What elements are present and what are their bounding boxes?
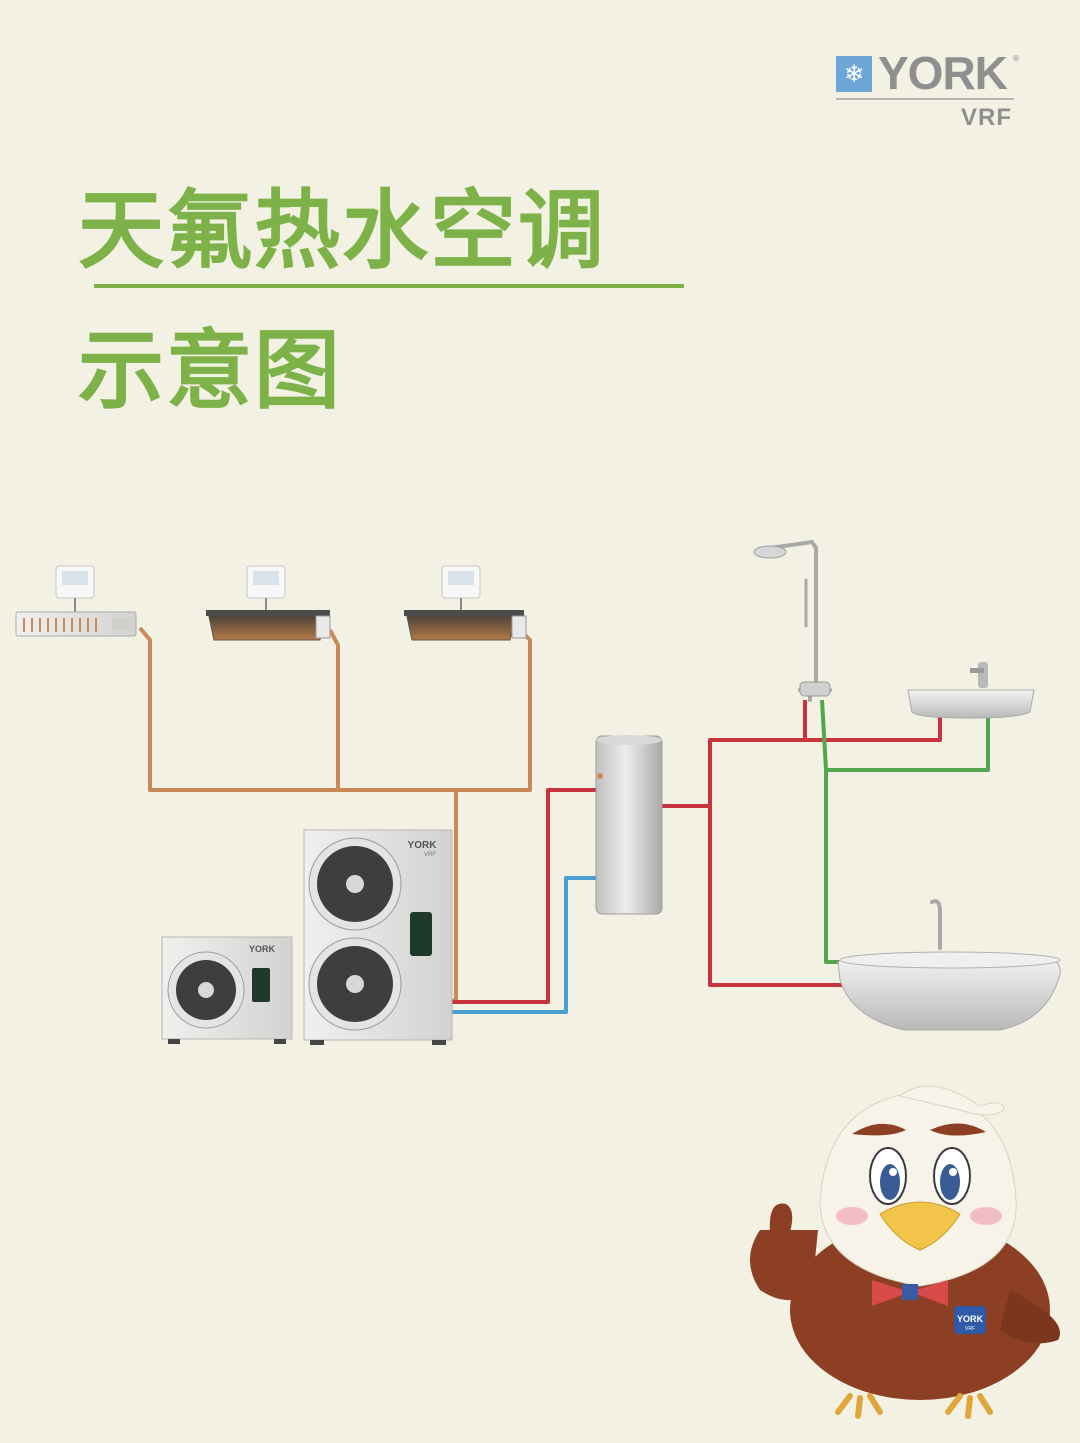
cold-water-pipes (450, 876, 600, 1014)
hot-water-pipes (450, 700, 942, 1004)
outdoor-large-brand: YORK (408, 840, 438, 851)
shower-valve (799, 681, 831, 697)
hot-water-supply-pipe (450, 788, 600, 1004)
brand-sub: VRF (961, 104, 1012, 131)
mascot-badge-text: YORK (957, 1314, 984, 1324)
mascot-badge (954, 1306, 986, 1334)
york-vrf-logo: ❄ YORK ® VRF (836, 47, 1020, 136)
thermostat-icon (441, 565, 481, 612)
brand-name: YORK (878, 47, 1008, 99)
mascot-badge-sub: VRF (965, 1326, 975, 1332)
registered-mark: ® (1012, 54, 1020, 63)
cold-water-return-pipe (450, 876, 600, 1014)
hot-water-sink-pipe (805, 716, 942, 742)
refrigerant-pipe-loop (138, 626, 532, 792)
outdoor-large-sub: VRF (424, 852, 436, 858)
refrigerant-pipe-branch (328, 629, 340, 790)
shower-head (753, 545, 787, 559)
outdoor-unit-icon: YORK (161, 936, 293, 1044)
bathtub-icon (837, 899, 1061, 1031)
outdoor-unit-icon: YORK VRF (303, 829, 453, 1045)
green-pipe-sink (820, 699, 990, 772)
logo-divider (836, 98, 1014, 100)
thermostat-icon (246, 565, 286, 612)
shower-icon (768, 539, 832, 702)
page-title-line2: 示意图 (78, 321, 342, 421)
mixed-water-pipes (820, 699, 990, 964)
thermostat-icon (55, 565, 95, 612)
page-title-line1: 天氟热水空调 (78, 181, 606, 281)
indoor-unit-icon (206, 610, 331, 641)
title-divider (94, 284, 684, 288)
water-tank-icon (595, 735, 663, 915)
indoor-unit-icon (15, 611, 137, 637)
snowflake-icon: ❄ (836, 56, 872, 92)
hot-water-shower-pipe (662, 700, 807, 808)
sink-icon (907, 662, 1035, 719)
indoor-unit-icon (404, 610, 527, 641)
eagle-mascot: YORK VRF (750, 1085, 1060, 1419)
hot-water-tub-pipe (708, 806, 845, 987)
green-pipe-tub (824, 770, 840, 964)
outdoor-small-brand: YORK (249, 944, 276, 954)
